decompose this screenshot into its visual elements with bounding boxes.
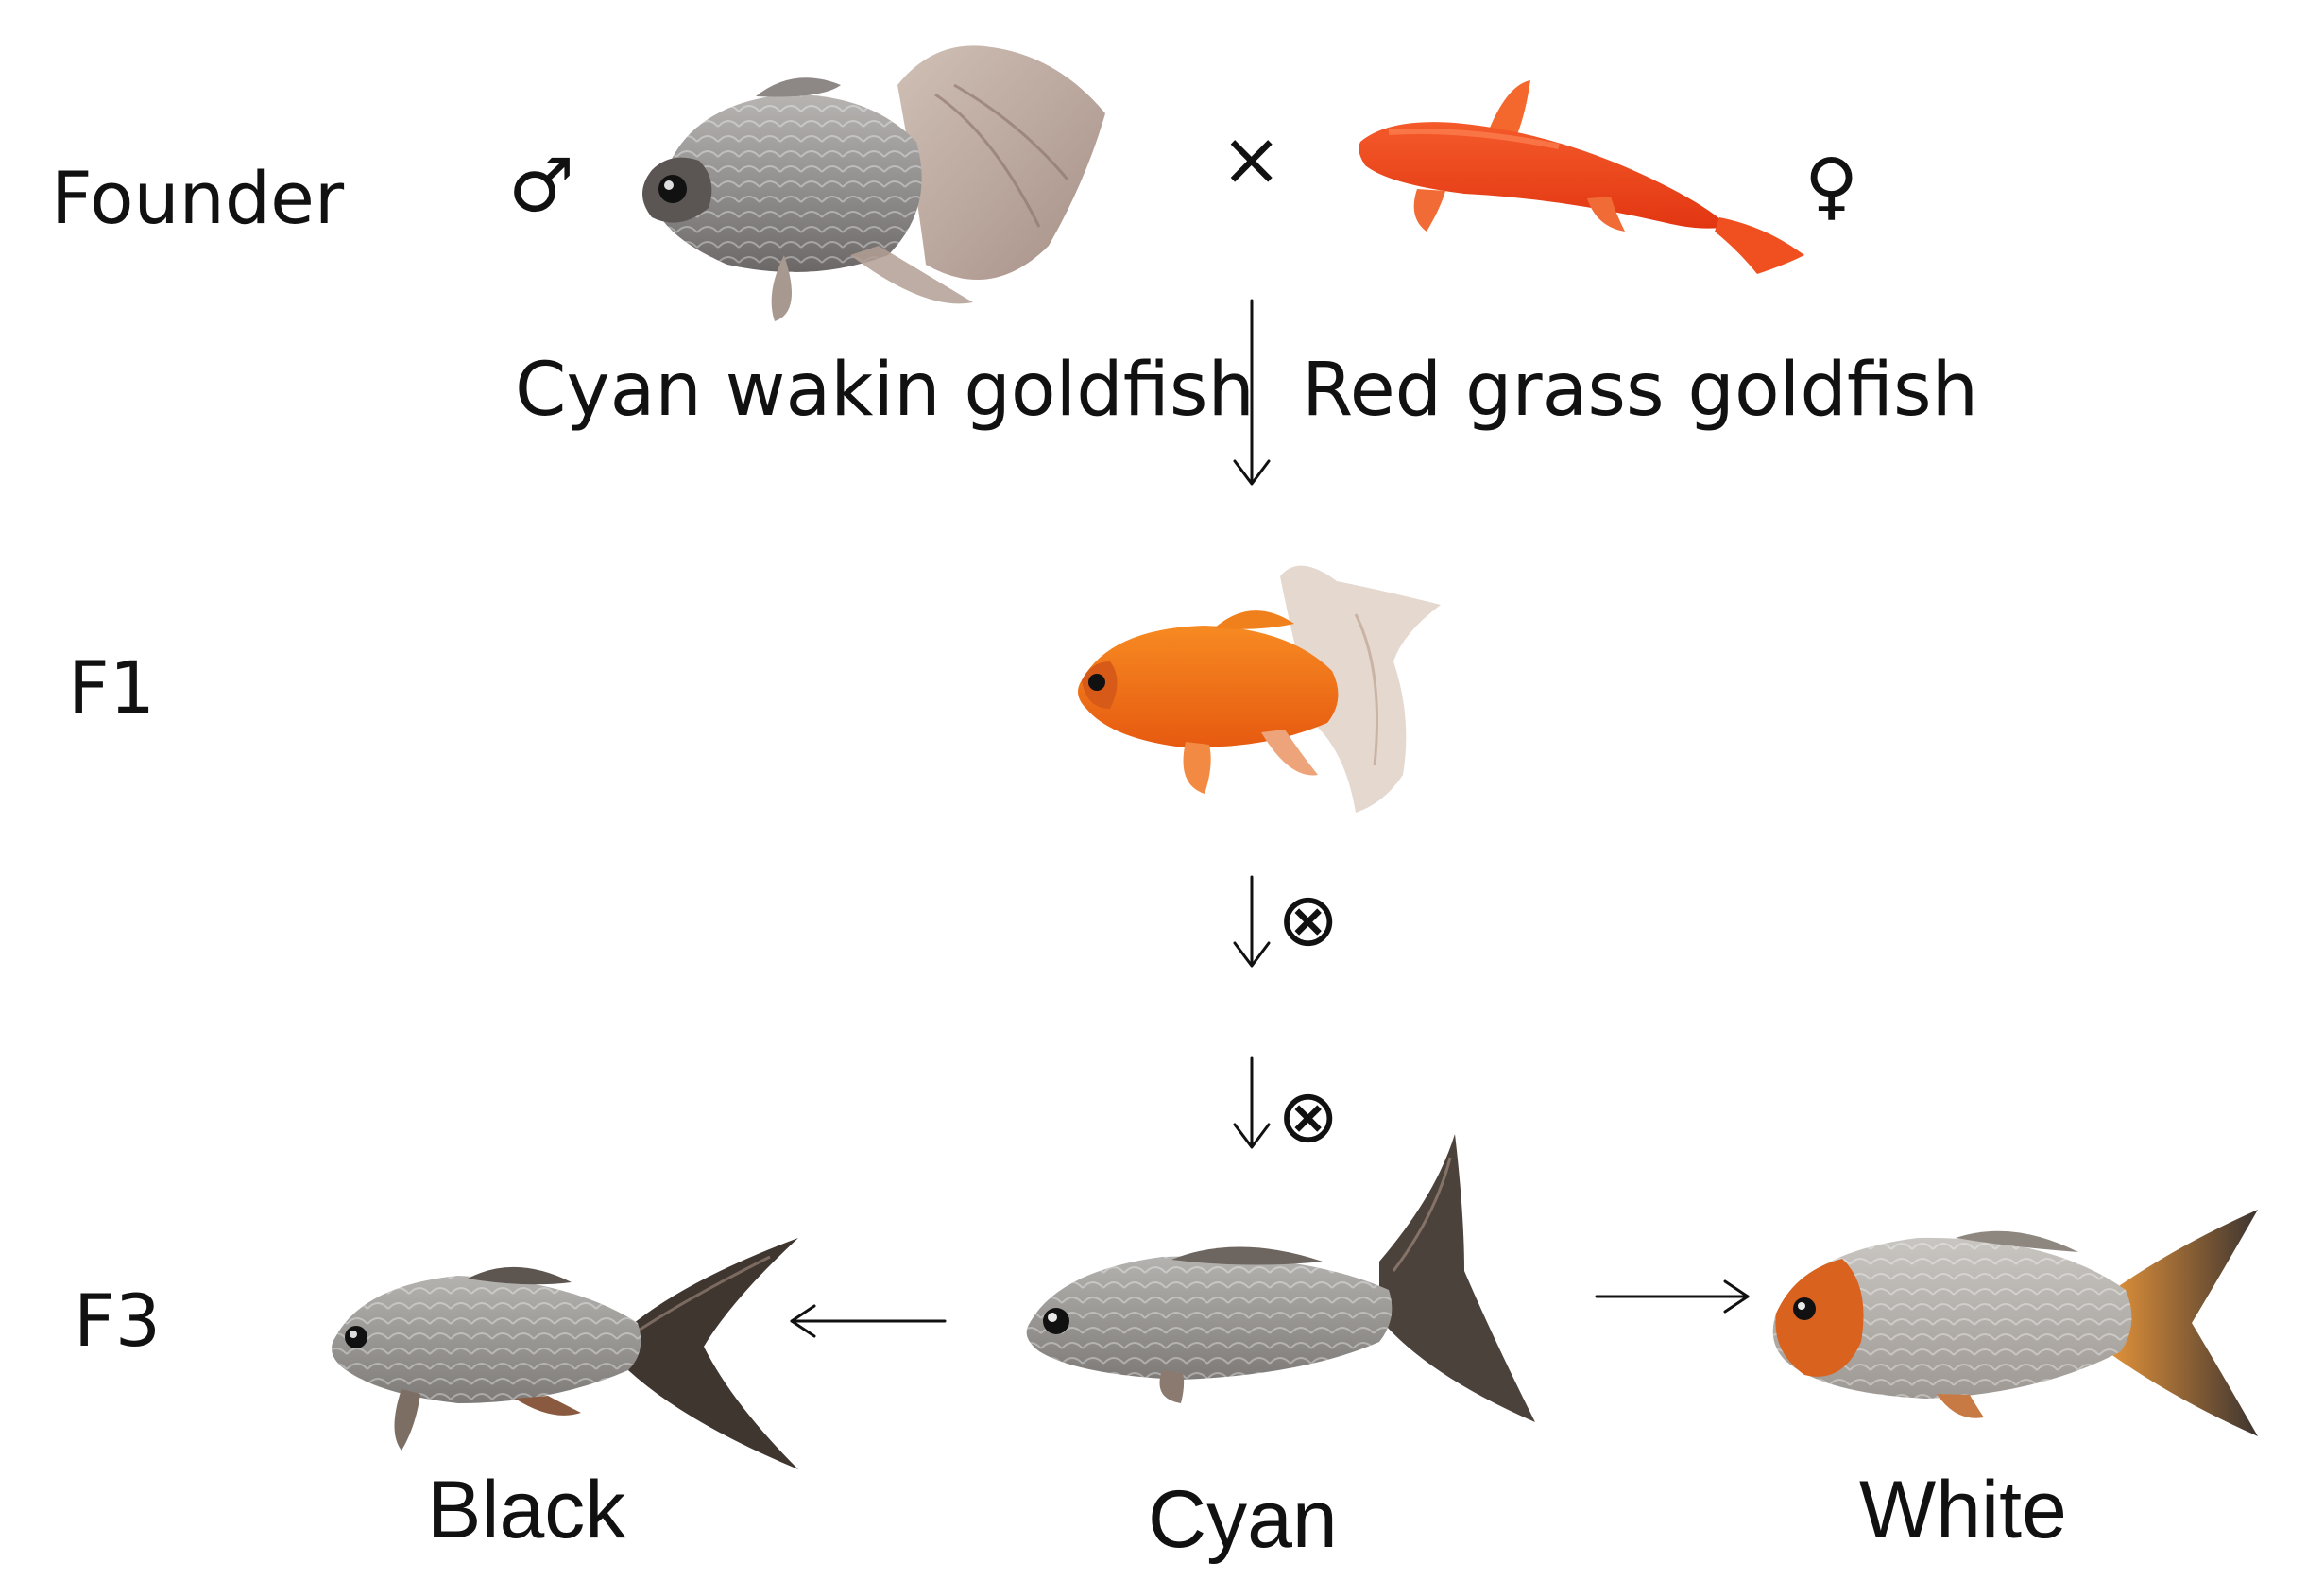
label-f3: F3 [74, 1279, 162, 1363]
label-founder: Founder [51, 156, 345, 240]
label-f1: F1 [68, 645, 156, 730]
selfing-symbol-1: ⊗ [1277, 878, 1340, 963]
arrow-to-black [790, 1304, 947, 1338]
founder-male-name: Cyan wakin goldfish [515, 348, 1255, 433]
arrow-founder-to-f1 [1233, 299, 1271, 486]
female-symbol: ♀ [1804, 144, 1859, 229]
arrow-f1-self-2 [1233, 1056, 1271, 1149]
arrow-to-white [1595, 1279, 1750, 1314]
fish-f3-black [332, 1238, 798, 1469]
cross-symbol: × [1221, 117, 1283, 202]
fish-f1-orange [1078, 565, 1441, 813]
phenotype-white-label: White [1859, 1465, 2067, 1555]
fish-cyan-wakin-founder [642, 45, 1105, 321]
phenotype-cyan-label: Cyan [1148, 1474, 1338, 1565]
fish-f3-cyan [1026, 1134, 1535, 1422]
phenotype-black-label: Black [427, 1465, 626, 1555]
arrow-f1-self-1 [1233, 875, 1271, 968]
selfing-symbol-2: ⊗ [1277, 1074, 1340, 1159]
founder-female-name: Red grass goldfish [1302, 348, 1979, 433]
fish-f3-white [1772, 1210, 2258, 1436]
male-symbol: ♂ [508, 144, 574, 229]
fish-red-grass-founder [1359, 80, 1804, 274]
